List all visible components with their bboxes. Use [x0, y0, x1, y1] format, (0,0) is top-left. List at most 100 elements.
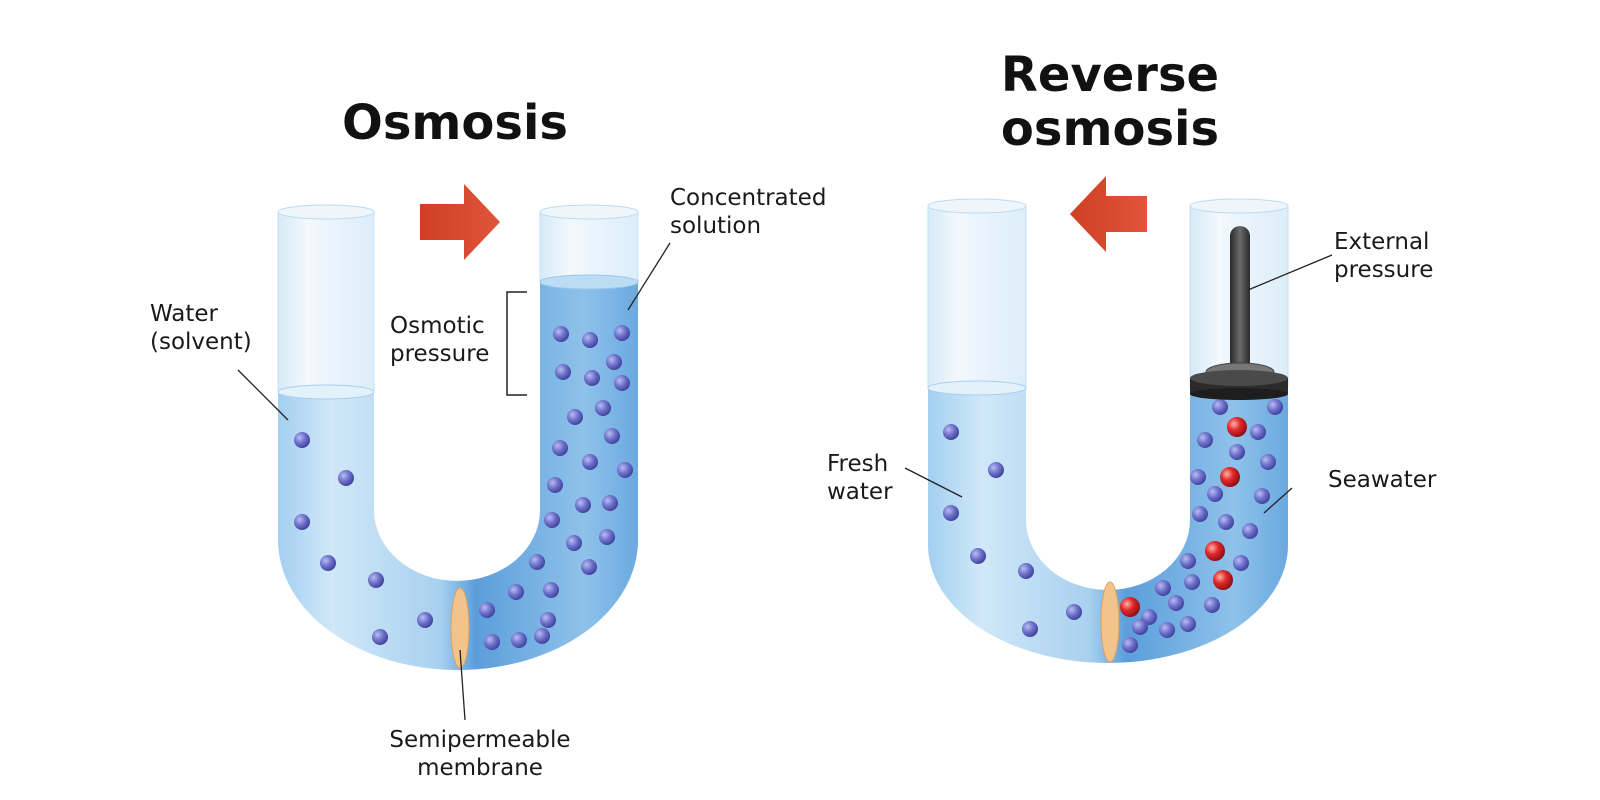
solute-particle [1066, 604, 1082, 620]
salt-particle [1220, 467, 1240, 487]
label-line: Concentrated [670, 185, 827, 211]
label-line: pressure [390, 341, 490, 367]
leader-line [627, 242, 671, 311]
label-line: Water [150, 301, 218, 327]
label-line: membrane [417, 755, 543, 781]
solute-particle [1218, 514, 1234, 530]
solute-particle [1242, 523, 1258, 539]
label-line: (solvent) [150, 329, 252, 355]
label-osmotic-pressure: Osmotic pressure [390, 312, 489, 368]
solute-particle [294, 514, 310, 530]
solute-particle [534, 628, 550, 644]
solute-particle [567, 409, 583, 425]
osmosis-u-tube [277, 204, 639, 670]
solute-particle [566, 535, 582, 551]
membrane-icon [1100, 581, 1120, 663]
solute-particle [1254, 488, 1270, 504]
solute-particle [599, 529, 615, 545]
leader-line [904, 467, 963, 498]
label-seawater: Seawater [1328, 466, 1436, 494]
solute-particle [555, 364, 571, 380]
solute-particle [372, 629, 388, 645]
solute-particle [575, 497, 591, 513]
label-line: Fresh [827, 451, 889, 477]
leader-line [459, 649, 466, 721]
solute-particle [1229, 444, 1245, 460]
solute-particle [294, 432, 310, 448]
piston-icon [1190, 226, 1288, 400]
arrow-left-icon [1070, 176, 1147, 252]
leader-line [1263, 487, 1293, 514]
label-line: water [827, 479, 893, 505]
solute-particle [1212, 399, 1228, 415]
solute-particle [529, 554, 545, 570]
solute-particle [1233, 555, 1249, 571]
solute-particles [294, 325, 633, 650]
salt-particle [1213, 570, 1233, 590]
solute-particle [544, 512, 560, 528]
solute-particle [1207, 486, 1223, 502]
osmosis-title: Osmosis [342, 95, 568, 151]
solute-particle [1267, 399, 1283, 415]
label-line: Osmotic [390, 313, 485, 339]
solute-particle [553, 326, 569, 342]
label-line: External [1334, 229, 1430, 255]
salt-particle [1227, 417, 1247, 437]
solute-particle [484, 634, 500, 650]
reverse-osmosis-title-line1: Reverse [1000, 47, 1220, 103]
solute-particle [1180, 616, 1196, 632]
solute-particle [614, 375, 630, 391]
solute-particle [584, 370, 600, 386]
solute-particle [552, 440, 568, 456]
solute-particle [1018, 563, 1034, 579]
salt-particle [1205, 541, 1225, 561]
solute-particle [943, 505, 959, 521]
label-concentrated-solution: Concentrated solution [670, 184, 826, 240]
solute-particle [602, 495, 618, 511]
solute-particle [581, 559, 597, 575]
label-external-pressure: External pressure [1334, 228, 1433, 284]
solute-particle [1197, 432, 1213, 448]
solute-particle [479, 602, 495, 618]
solute-particle [1260, 454, 1276, 470]
osmotic-pressure-bracket [506, 291, 527, 396]
solute-particle [614, 325, 630, 341]
solute-particle [540, 612, 556, 628]
solute-particle [1155, 580, 1171, 596]
solute-particle [417, 612, 433, 628]
solute-particle [970, 548, 986, 564]
solute-particle [595, 400, 611, 416]
solute-particle [320, 555, 336, 571]
solute-particle [368, 572, 384, 588]
solute-particle [1250, 424, 1266, 440]
solute-particle [511, 632, 527, 648]
arrow-right-icon [420, 184, 500, 260]
membrane-icon [450, 587, 470, 669]
solute-particle [1204, 597, 1220, 613]
label-line: Seawater [1328, 467, 1437, 493]
solute-particle [1190, 469, 1206, 485]
solute-particle [606, 354, 622, 370]
solute-particle [1180, 553, 1196, 569]
reverse-osmosis-title: Reverse osmosis [990, 48, 1230, 156]
solute-particle [617, 462, 633, 478]
solute-particle [943, 424, 959, 440]
leader-line [237, 369, 289, 421]
solute-particle [604, 428, 620, 444]
solute-particle [988, 462, 1004, 478]
reverse-osmosis-title-line2: osmosis [1000, 101, 1220, 157]
label-fresh-water: Fresh water [827, 450, 893, 506]
solute-particle [582, 332, 598, 348]
label-water-solvent: Water (solvent) [150, 300, 252, 356]
solute-particle [1168, 595, 1184, 611]
solute-particle [543, 582, 559, 598]
solute-particle [547, 477, 563, 493]
solute-particles [943, 399, 1283, 653]
label-line: solution [670, 213, 762, 239]
solute-particle [1192, 506, 1208, 522]
solute-particle [1132, 619, 1148, 635]
label-line: Semipermeable [389, 727, 571, 753]
solute-particle [1022, 621, 1038, 637]
solute-particle [508, 584, 524, 600]
